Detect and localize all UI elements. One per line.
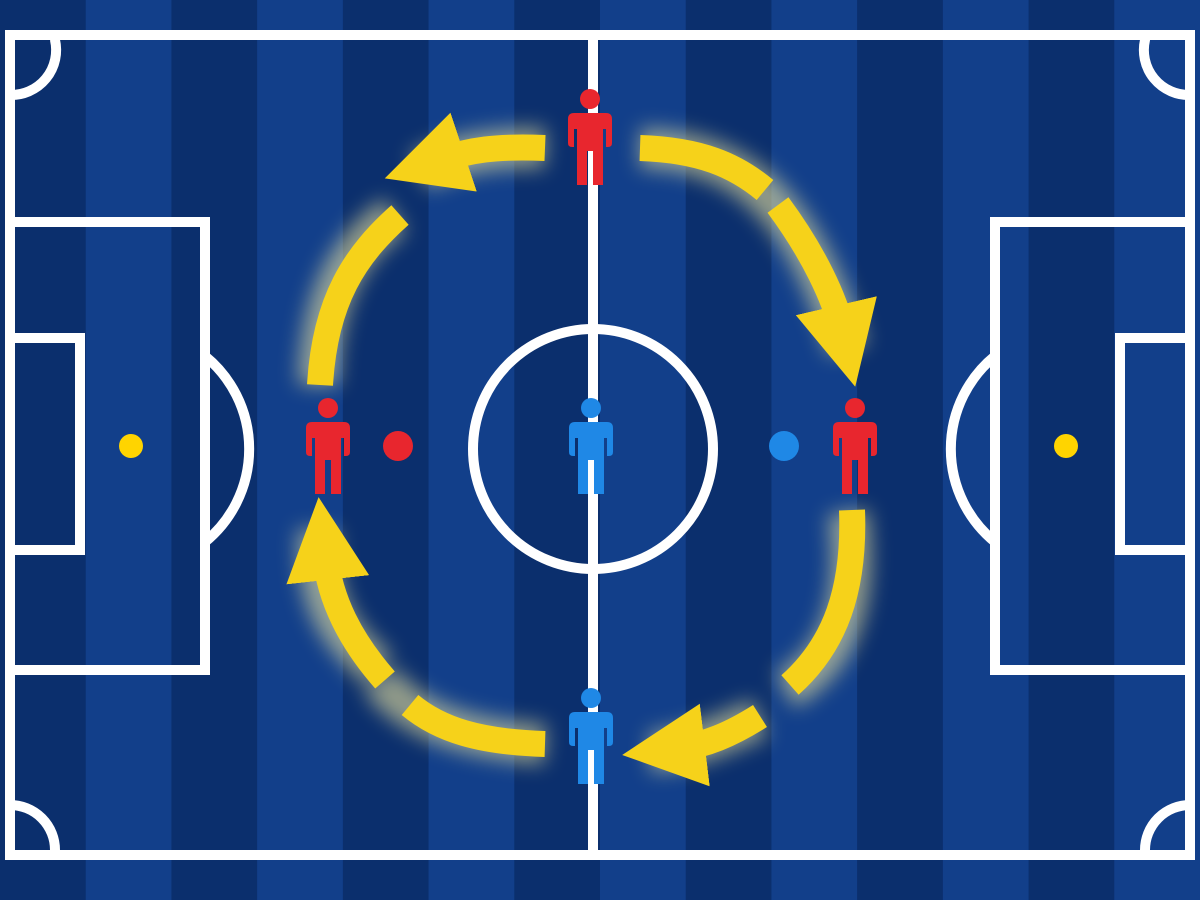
right-goal-area xyxy=(1115,333,1195,555)
player-head xyxy=(581,688,601,708)
player-blue-center xyxy=(569,398,613,494)
players xyxy=(306,89,877,784)
player-red-top xyxy=(568,89,612,185)
player-head xyxy=(845,398,865,418)
pitch-stripe xyxy=(857,0,944,900)
blue-ball-marker xyxy=(769,431,799,461)
player-body xyxy=(569,712,613,784)
corner-arc-bottom-right xyxy=(1140,800,1195,855)
player-body xyxy=(569,422,613,494)
player-head xyxy=(581,398,601,418)
corner-arc-bottom-left xyxy=(5,800,60,855)
arrow-left-upper-segment xyxy=(307,205,409,386)
player-body xyxy=(833,422,877,494)
player-body xyxy=(568,113,612,185)
rotation-arrows xyxy=(286,112,877,787)
corner-arc-top-left xyxy=(5,35,62,101)
right-penalty-arc xyxy=(945,351,1000,547)
arrow-bottom-left-segment xyxy=(401,694,546,757)
pitch-markers xyxy=(119,431,1078,461)
player-head xyxy=(318,398,338,418)
pitch-stripe xyxy=(942,0,1030,900)
left-goal-area xyxy=(5,333,85,555)
arrow-left-lower xyxy=(286,497,395,689)
arrow-bottom-right xyxy=(622,703,767,787)
player-body xyxy=(306,422,350,494)
pitch-stripe xyxy=(171,0,259,900)
right-penalty-spot xyxy=(1054,434,1078,458)
left-penalty-spot xyxy=(119,434,143,458)
center-circle xyxy=(468,324,718,574)
arrow-top-right xyxy=(767,197,877,387)
player-red-left xyxy=(306,398,350,494)
arrow-top-right-segment-1 xyxy=(639,135,774,201)
corner-arc-top-right xyxy=(1138,35,1195,101)
arrow-right-lower-segment xyxy=(781,509,866,695)
red-ball-marker xyxy=(383,431,413,461)
player-red-right xyxy=(833,398,877,494)
arrow-top-left xyxy=(384,112,546,192)
pitch-lines xyxy=(5,30,1195,860)
player-head xyxy=(580,89,600,109)
left-penalty-arc xyxy=(200,351,255,547)
pitch-stripe xyxy=(685,0,773,900)
player-blue-bottom xyxy=(569,688,613,784)
